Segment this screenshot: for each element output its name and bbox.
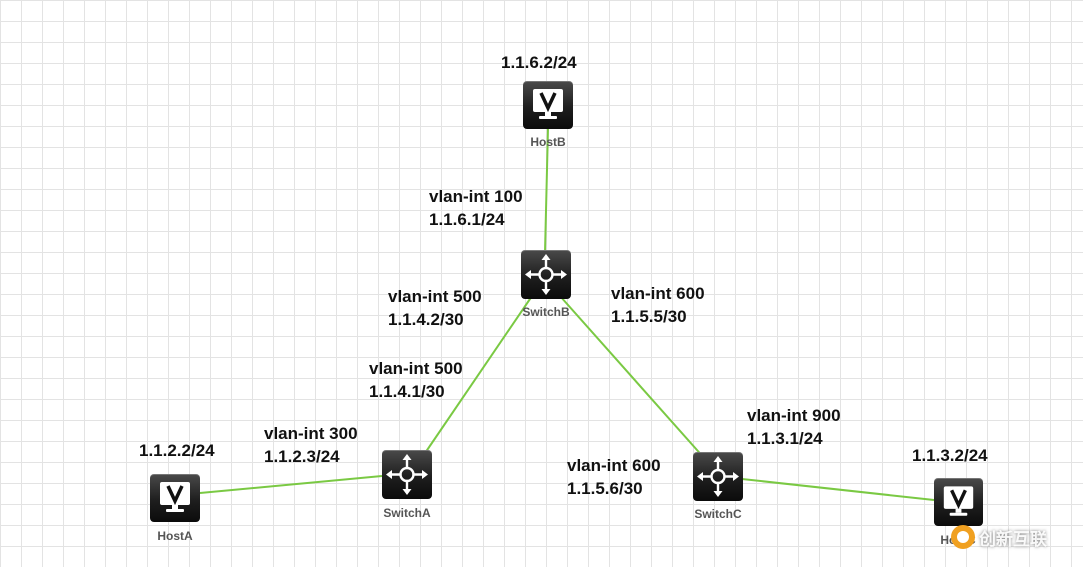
- switch-icon[interactable]: [382, 450, 432, 499]
- computer-icon[interactable]: [150, 474, 200, 522]
- link-hostb-switchb: [544, 127, 549, 253]
- host-c-ip: 1.1.3.2/24: [912, 446, 988, 465]
- host-b-name: HostB: [530, 135, 566, 149]
- swa-vlan300-label: vlan-int 300 1.1.2.3/24: [264, 422, 358, 468]
- vlan-name: vlan-int 900: [747, 406, 841, 425]
- swb-vlan500-label: vlan-int 500 1.1.4.2/30: [388, 285, 482, 331]
- switch-c-name: SwitchC: [694, 507, 742, 521]
- watermark-text: 创新互联: [979, 529, 1047, 550]
- ip-address: 1.1.6.1/24: [429, 210, 505, 229]
- link-switchb-switcha: [420, 295, 533, 460]
- logo-icon: [951, 525, 975, 549]
- switch-a-name: SwitchA: [383, 506, 431, 520]
- swb-vlan100-label: vlan-int 100 1.1.6.1/24: [429, 185, 523, 231]
- ip-address: 1.1.4.2/30: [388, 310, 464, 329]
- vlan-name: vlan-int 600: [611, 284, 705, 303]
- computer-icon[interactable]: [934, 478, 983, 526]
- ip-address: 1.1.2.3/24: [264, 447, 340, 466]
- ip-address: 1.1.5.5/30: [611, 307, 687, 326]
- link-hosta-switcha: [199, 475, 383, 494]
- vlan-name: vlan-int 500: [369, 359, 463, 378]
- host-b-ip: 1.1.6.2/24: [501, 53, 577, 72]
- swb-vlan600-label: vlan-int 600 1.1.5.5/30: [611, 282, 705, 328]
- host-a-name: HostA: [157, 529, 193, 543]
- link-switchb-switchc: [559, 295, 706, 460]
- watermark: 创新互联: [951, 524, 1047, 550]
- computer-icon[interactable]: [523, 81, 573, 129]
- switch-icon[interactable]: [693, 452, 743, 501]
- swa-vlan500-label: vlan-int 500 1.1.4.1/30: [369, 357, 463, 403]
- switch-icon[interactable]: [521, 250, 571, 299]
- ip-address: 1.1.3.1/24: [747, 429, 823, 448]
- link-switchc-hostc: [741, 478, 935, 501]
- host-a-ip: 1.1.2.2/24: [139, 441, 215, 460]
- ip-address: 1.1.4.1/30: [369, 382, 445, 401]
- swc-vlan600-label: vlan-int 600 1.1.5.6/30: [567, 454, 661, 500]
- vlan-name: vlan-int 100: [429, 187, 523, 206]
- vlan-name: vlan-int 500: [388, 287, 482, 306]
- ip-address: 1.1.5.6/30: [567, 479, 643, 498]
- swc-vlan900-label: vlan-int 900 1.1.3.1/24: [747, 404, 841, 450]
- vlan-name: vlan-int 300: [264, 424, 358, 443]
- switch-b-name: SwitchB: [522, 305, 570, 319]
- vlan-name: vlan-int 600: [567, 456, 661, 475]
